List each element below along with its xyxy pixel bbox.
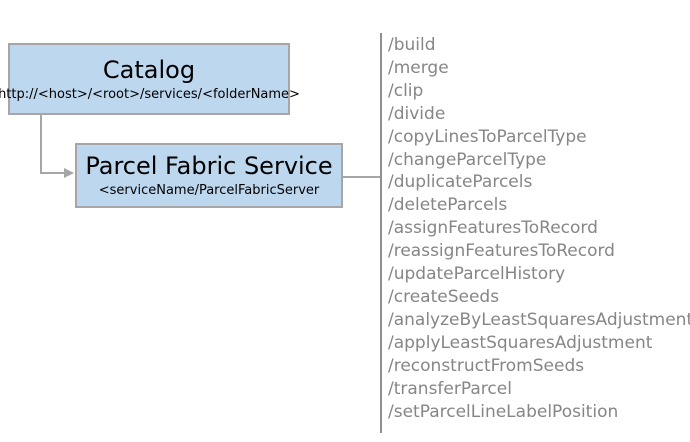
- endpoint-item: /duplicateParcels: [388, 172, 533, 193]
- service-path: <serviceName/ParcelFabricServer: [98, 183, 320, 198]
- parcel-fabric-service-node: Parcel Fabric Service <serviceName/Parce…: [75, 143, 343, 208]
- catalog-node: Catalog http://<host>/<root>/services/<f…: [0, 43, 300, 115]
- endpoint-item: /assignFeaturesToRecord: [388, 218, 598, 239]
- endpoint-item: /analyzeByLeastSquaresAdjustment: [388, 309, 690, 330]
- endpoint-item: /divide: [388, 103, 446, 124]
- connector-horizontal-segment: [40, 172, 66, 174]
- connector-vertical-segment: [40, 115, 42, 174]
- endpoint-item: /reconstructFromSeeds: [388, 355, 585, 376]
- endpoint-item: /applyLeastSquaresAdjustment: [388, 332, 653, 353]
- service-title: Parcel Fabric Service: [85, 152, 333, 180]
- endpoint-list: /build/merge/clip/divide/copyLinesToParc…: [388, 34, 690, 423]
- catalog-url: http://<host>/<root>/services/<folderNam…: [0, 86, 300, 102]
- endpoint-item: /transferParcel: [388, 378, 512, 399]
- endpoint-item: /createSeeds: [388, 286, 500, 307]
- service-to-list-connector: [343, 176, 381, 178]
- endpoint-item: /setParcelLineLabelPosition: [388, 401, 619, 422]
- endpoint-item: /reassignFeaturesToRecord: [388, 241, 615, 262]
- endpoint-item: /deleteParcels: [388, 195, 508, 216]
- endpoint-item: /changeParcelType: [388, 149, 547, 170]
- arrowhead-icon: [64, 168, 74, 178]
- endpoint-item: /updateParcelHistory: [388, 264, 566, 285]
- endpoint-item: /clip: [388, 80, 424, 101]
- catalog-title: Catalog: [102, 55, 196, 84]
- endpoint-item: /build: [388, 35, 436, 55]
- endpoint-list-rule: [380, 33, 382, 433]
- endpoint-item: /copyLinesToParcelType: [388, 126, 587, 147]
- endpoint-item: /merge: [388, 57, 449, 78]
